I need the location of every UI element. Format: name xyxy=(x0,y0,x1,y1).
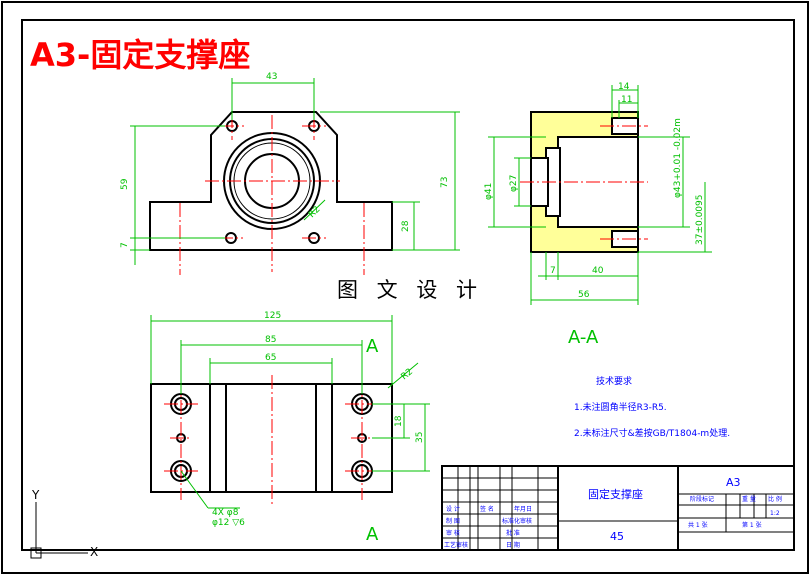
watermark-text: 图 文 设 计 xyxy=(337,278,483,302)
title-block-part-name: 固定支撑座 xyxy=(588,487,643,501)
title-block-scale: 1:2 xyxy=(770,510,780,517)
dim-section-56: 56 xyxy=(578,290,590,300)
section-view: 14 11 φ41 φ27 φ43+0.01 -0.02m 37±0.0095 … xyxy=(484,82,712,348)
dim-top-18: 18 xyxy=(394,415,404,427)
dim-front-height-left: 59 xyxy=(120,178,130,190)
dim-section-phi27: φ27 xyxy=(509,175,519,192)
title-block xyxy=(441,465,795,551)
dim-section-40: 40 xyxy=(592,266,604,276)
title-block-col2-2: 批 准 xyxy=(506,529,520,537)
notes-item-1: 1.未注圆角半径R3-R5. xyxy=(574,401,667,413)
front-view-outline xyxy=(149,111,393,251)
title-block-row-2: 制 图 xyxy=(446,517,460,525)
ucs-axis-y-label: Y xyxy=(31,488,40,502)
dim-section-phi41: φ41 xyxy=(484,183,494,200)
dim-top-35: 35 xyxy=(415,432,425,443)
notes-heading: 技术要求 xyxy=(596,375,632,387)
section-label: A-A xyxy=(568,327,599,348)
dim-top-85: 85 xyxy=(265,335,276,345)
section-dimension-lines xyxy=(488,85,712,305)
ucs-axis-x-label: X xyxy=(90,545,98,559)
title-block-date: 年月日 xyxy=(514,505,532,513)
title-block-row-4: 工艺审核 xyxy=(444,541,468,549)
title-block-hdr-scale: 比 例 xyxy=(768,495,782,503)
sheet-inner-border xyxy=(21,19,795,551)
top-dimension-lines xyxy=(150,315,430,509)
front-dimension-lines xyxy=(130,78,460,265)
dim-front-bottom-left: 7 xyxy=(120,242,130,248)
top-holes-spec-1: 4X φ8 xyxy=(212,508,239,518)
title-block-size: A3 xyxy=(726,476,741,489)
dim-front-top-width: 43 xyxy=(266,72,277,82)
dim-front-right-lower: 28 xyxy=(401,220,411,232)
dim-section-14: 14 xyxy=(618,82,630,92)
dim-top-125: 125 xyxy=(264,311,281,321)
title-block-col2-1: 标准化审核 xyxy=(502,517,532,525)
title-block-hdr-mark: 阶段标记 xyxy=(690,495,714,503)
title-block-sig: 签 名 xyxy=(480,505,494,513)
top-holes-spec-2: φ12 ▽6 xyxy=(212,518,245,528)
drawing-title: A3-固定支撑座 xyxy=(30,36,250,74)
dim-front-height-right: 73 xyxy=(440,177,450,188)
notes-item-2: 2.未标注尺寸&差按GB/T1804-m处理. xyxy=(574,427,730,439)
section-centerlines xyxy=(520,125,648,240)
title-block-row-3: 审 核 xyxy=(446,529,460,537)
top-view: 125 85 65 18 35 R2 4X φ8 φ12 ▽6 A A xyxy=(150,311,430,545)
title-block-row-1: 设 计 xyxy=(446,505,460,513)
dim-top-65: 65 xyxy=(265,353,276,363)
dim-section-phi43: φ43+0.01 -0.02m xyxy=(673,118,683,198)
title-block-sheet-no: 第 1 张 xyxy=(742,521,762,529)
section-marker-bottom: A xyxy=(366,524,379,545)
dim-section-7: 7 xyxy=(550,266,556,276)
title-block-sheet-total: 共 1 张 xyxy=(688,521,708,529)
ucs-axis-icon xyxy=(30,502,88,559)
title-block-col2-3: 日 期 xyxy=(506,541,520,549)
dim-section-11: 11 xyxy=(621,95,632,105)
title-block-quantity: 45 xyxy=(610,530,624,543)
dim-section-h37: 37±0.0095 xyxy=(695,195,705,245)
title-block-hdr-weight: 重 量 xyxy=(742,495,756,503)
section-marker-top: A xyxy=(366,336,379,357)
technical-notes: 技术要求 1.未注圆角半径R3-R5. 2.未标注尺寸&差按GB/T1804-m… xyxy=(574,375,730,439)
front-view: 43 59 7 73 28 R2 xyxy=(120,72,460,275)
